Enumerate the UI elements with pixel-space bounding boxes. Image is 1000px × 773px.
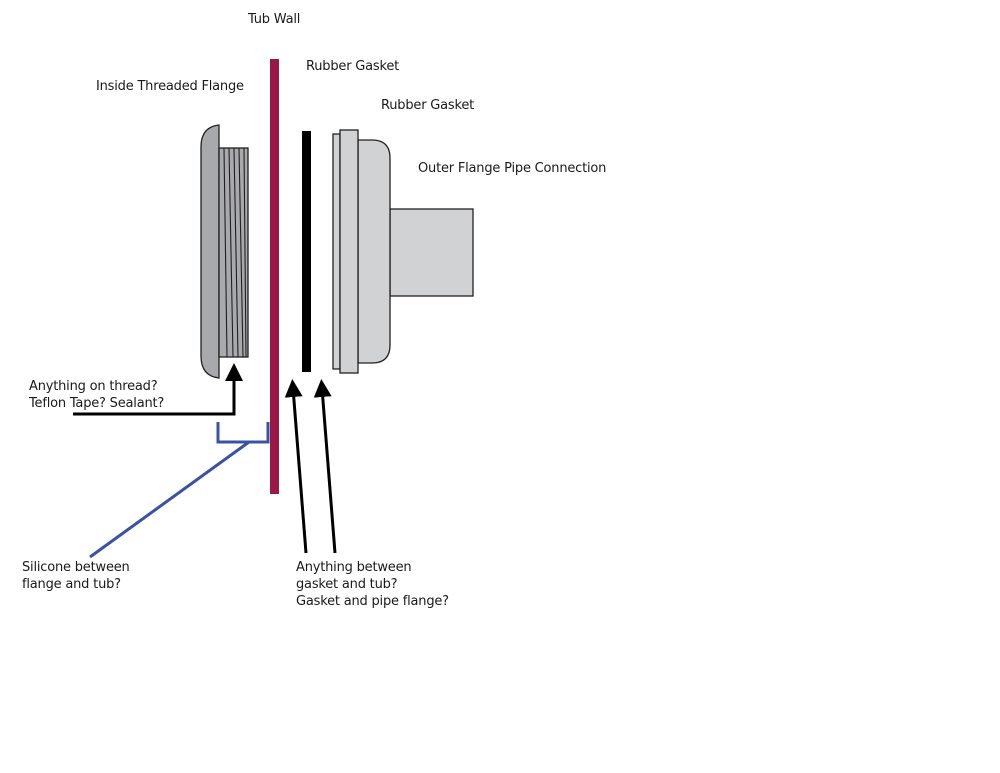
pipe-stub [389, 208, 474, 297]
question-silicone-line-1: Silicone between [22, 560, 130, 575]
question-thread: Anything on thread? Teflon Tape? Sealant… [29, 378, 164, 412]
label-rubber-gasket-1: Rubber Gasket [306, 59, 400, 74]
question-gasket-line-1: Anything between [296, 560, 412, 575]
outer-gasket-strip [332, 133, 341, 370]
gasket-pipe-flange-arrow [313, 379, 337, 554]
question-silicone-line-2: flange and tub? [22, 577, 121, 592]
tub-wall [270, 59, 279, 494]
question-thread-line-1: Anything on thread? [29, 379, 158, 394]
label-outer-flange-pipe-connection: Outer Flange Pipe Connection [418, 161, 607, 176]
outer-flange-pipe-connection [332, 129, 474, 374]
label-rubber-gasket-2: Rubber Gasket [381, 98, 475, 113]
outer-flange-plate [339, 129, 359, 374]
thread-callout-arrow [73, 363, 243, 416]
question-thread-line-2: Teflon Tape? Sealant? [29, 396, 165, 411]
question-gasket-line-2: gasket and tub? [296, 577, 398, 592]
silicone-leader-line [89, 440, 250, 559]
silicone-callout [89, 422, 270, 559]
thread-lines [223, 147, 247, 358]
gasket-tub-arrow [284, 379, 308, 554]
silicone-bracket [216, 422, 270, 444]
inside-flange-thread [218, 147, 249, 358]
label-tub-wall: Tub Wall [248, 12, 301, 27]
question-silicone: Silicone between flange and tub? [22, 559, 130, 593]
question-gasket-line-3: Gasket and pipe flange? [296, 594, 449, 609]
inside-threaded-flange [200, 124, 249, 379]
label-inside-threaded-flange: Inside Threaded Flange [96, 79, 244, 94]
outer-flange-body [357, 139, 391, 364]
inside-flange-body [200, 124, 220, 379]
rubber-gasket [302, 131, 311, 372]
question-gasket: Anything between gasket and tub? Gasket … [296, 559, 449, 610]
